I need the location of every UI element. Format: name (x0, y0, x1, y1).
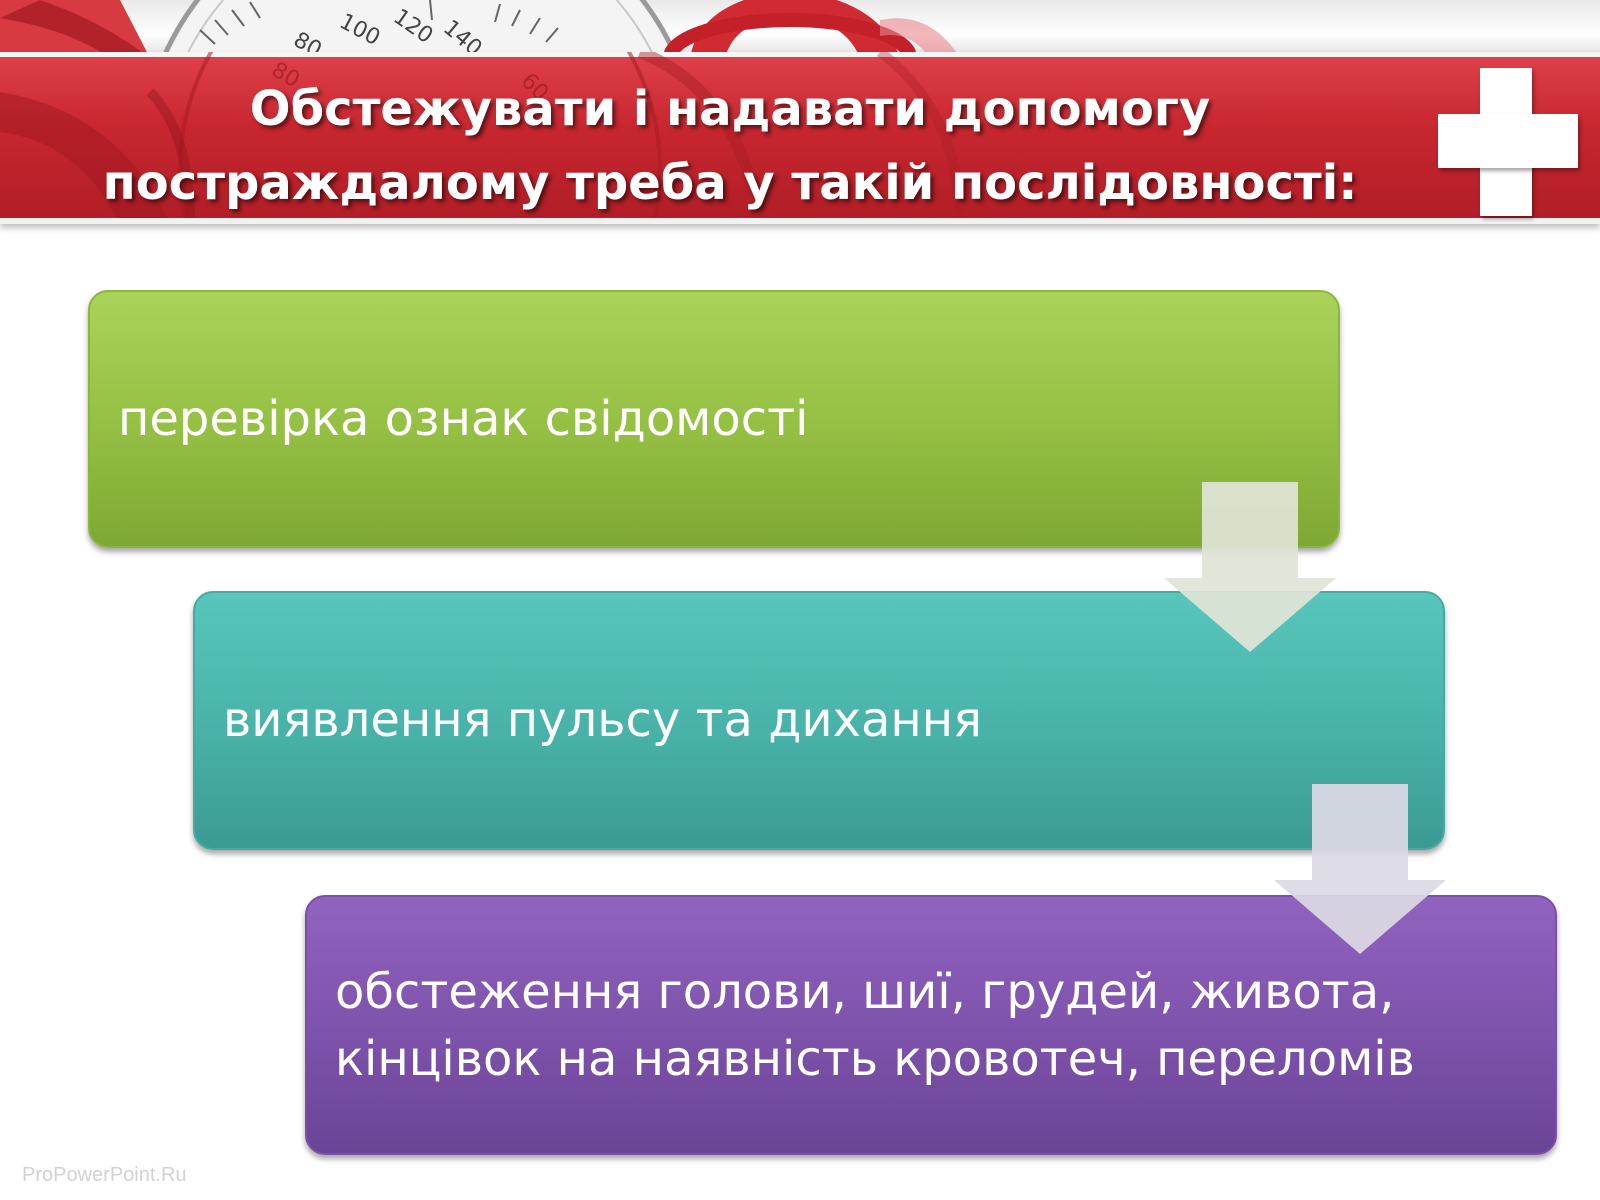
header-photo-strip: 80 100 120 140 (0, 0, 1600, 58)
down-arrow-icon (1274, 784, 1446, 954)
step-label: обстеження голови, шиї, грудей, живота, … (335, 964, 1415, 1087)
tonometer-gauge-icon: 80 100 120 140 (0, 0, 960, 58)
title-banner: 60 80 (0, 52, 1600, 224)
watermark: ProPowerPoint.Ru (22, 1164, 187, 1186)
slide-title: Обстежувати і надавати допомогу постражд… (102, 81, 1358, 211)
red-cross-icon (1432, 68, 1582, 218)
down-arrow-icon (1164, 482, 1336, 652)
step-label: перевірка ознак свідомості (118, 390, 809, 447)
step-consciousness: перевірка ознак свідомості (88, 290, 1340, 548)
gauge-watermark-icon: 60 80 (0, 52, 965, 224)
step-label: виявлення пульсу та дихання (223, 692, 983, 748)
